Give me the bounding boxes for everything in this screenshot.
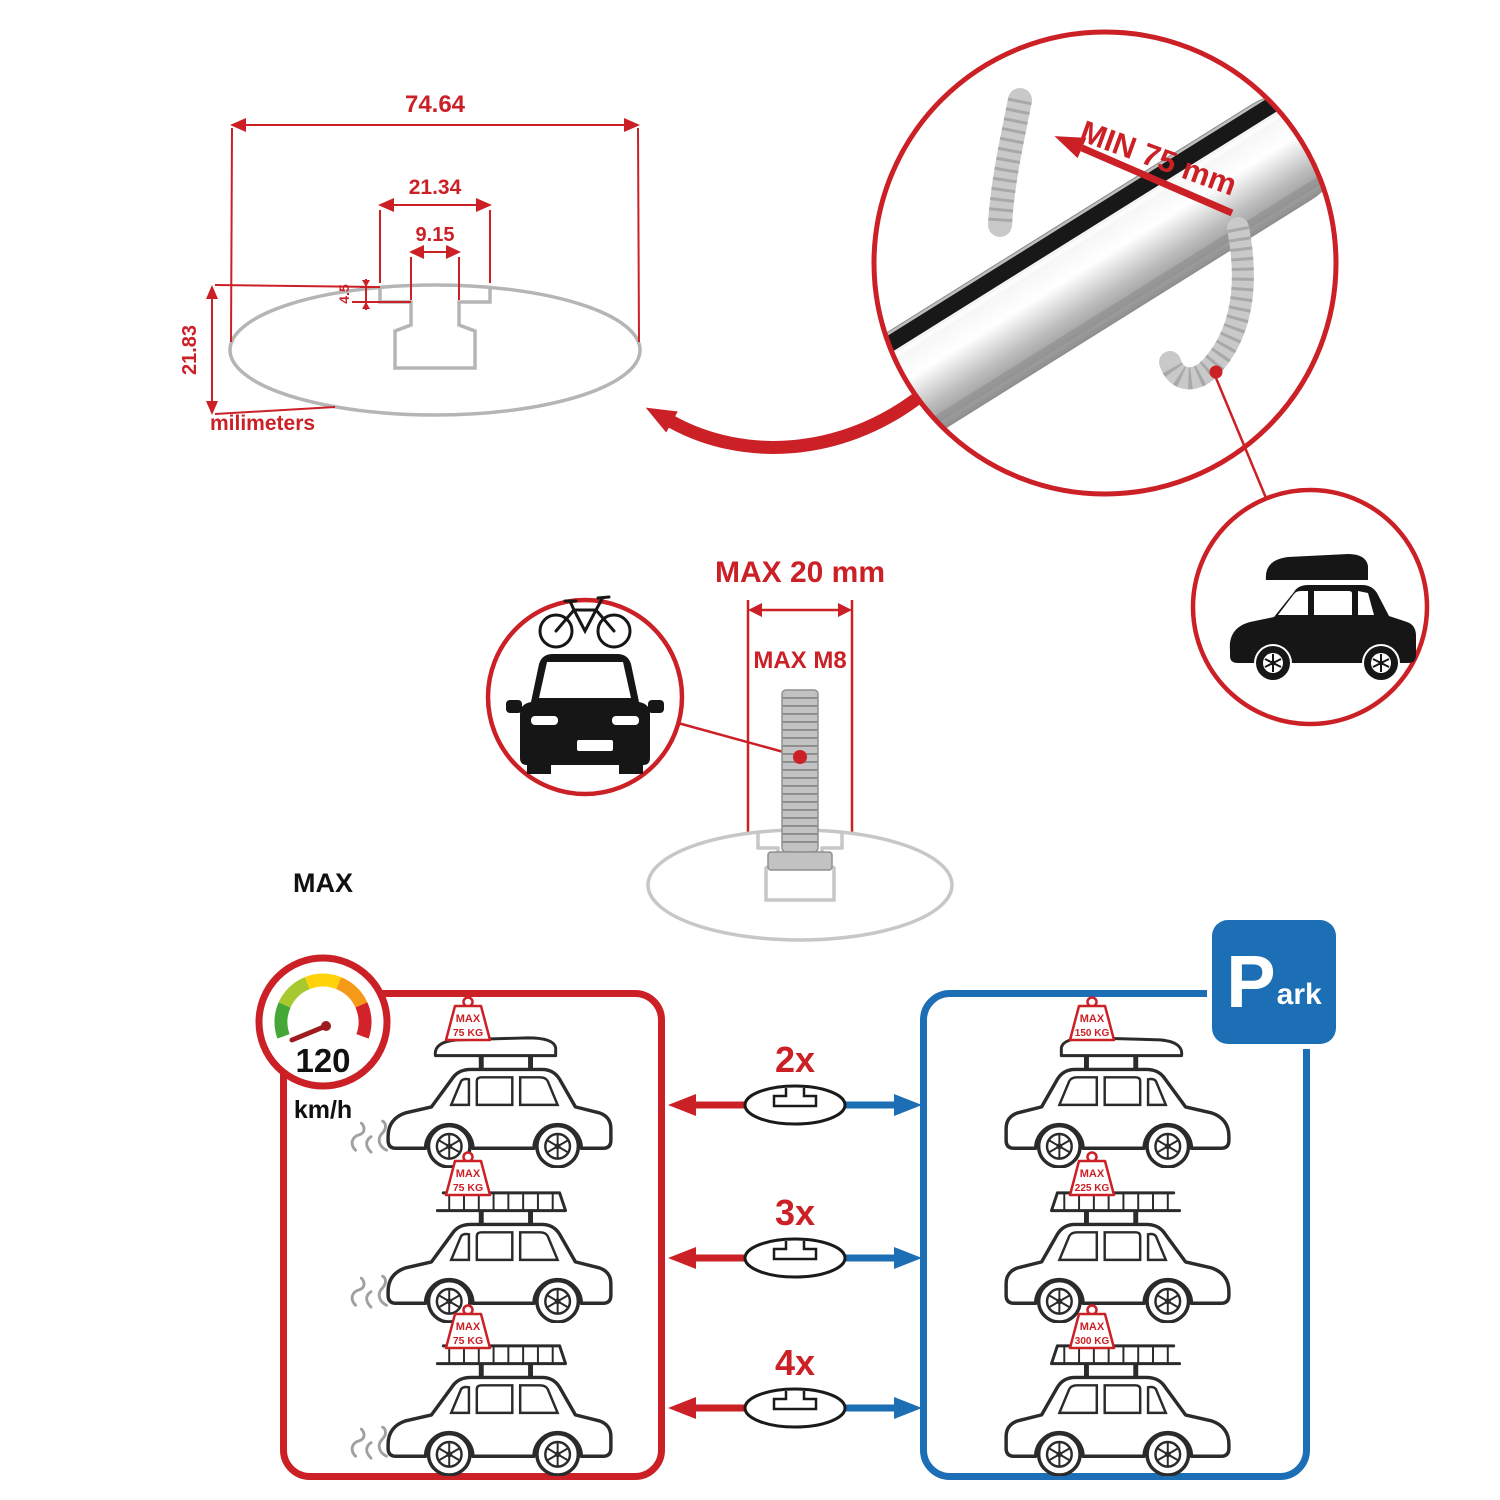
driving-speed-box bbox=[280, 990, 665, 1480]
parking-load-box bbox=[920, 990, 1310, 1480]
